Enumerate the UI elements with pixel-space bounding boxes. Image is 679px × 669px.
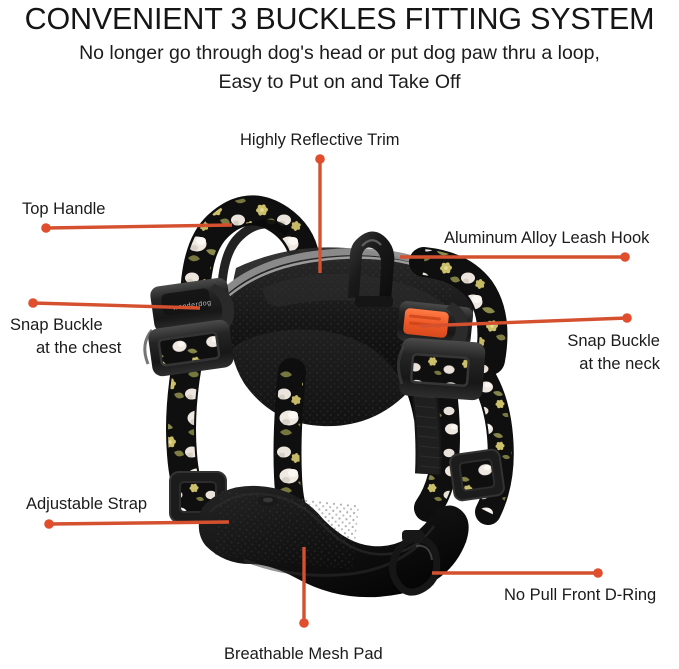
header: CONVENIENT 3 BUCKLES FITTING SYSTEM No l… (0, 0, 679, 96)
callout-label-adjustable-strap: Adjustable Strap (26, 495, 148, 513)
callout-label-aluminum-alloy-leash-hook: Aluminum Alloy Leash Hook (444, 229, 650, 247)
callout-label-no-pull-front-d-ring: No Pull Front D-Ring (504, 586, 657, 604)
breathable-mesh-pad-part (198, 485, 469, 598)
neck-snap-buckle-part (396, 301, 486, 401)
adjustable-strap-slider-right (449, 448, 505, 502)
callout-label-snap-buckle-chest: Snap Buckle at the chest (10, 314, 121, 360)
page-title: CONVENIENT 3 BUCKLES FITTING SYSTEM (24, 2, 655, 36)
subtitle-line-1: No longer go through dog's head or put d… (79, 42, 600, 64)
aluminum-alloy-leash-hook-part (348, 231, 395, 307)
callout-line-2: at the neck (579, 355, 660, 373)
callout-label-highly-reflective-trim: Highly Reflective Trim (240, 131, 400, 149)
callout-label-snap-buckle-neck: Snap Buckle at the neck (518, 330, 660, 376)
neck-strap (409, 247, 508, 375)
subtitle-line-2: Easy to Put on and Take Off (218, 71, 461, 93)
callout-line-1: Snap Buckle (10, 316, 103, 334)
callout-label-breathable-mesh-pad: Breathable Mesh Pad (224, 645, 383, 663)
callout-line-1: Snap Buckle (567, 332, 660, 350)
chest-snap-buckle-part: wonderdog (143, 277, 235, 377)
callout-label-top-handle: Top Handle (22, 200, 106, 218)
callout-line-2: at the chest (36, 339, 122, 357)
front-d-ring-part (389, 530, 441, 596)
